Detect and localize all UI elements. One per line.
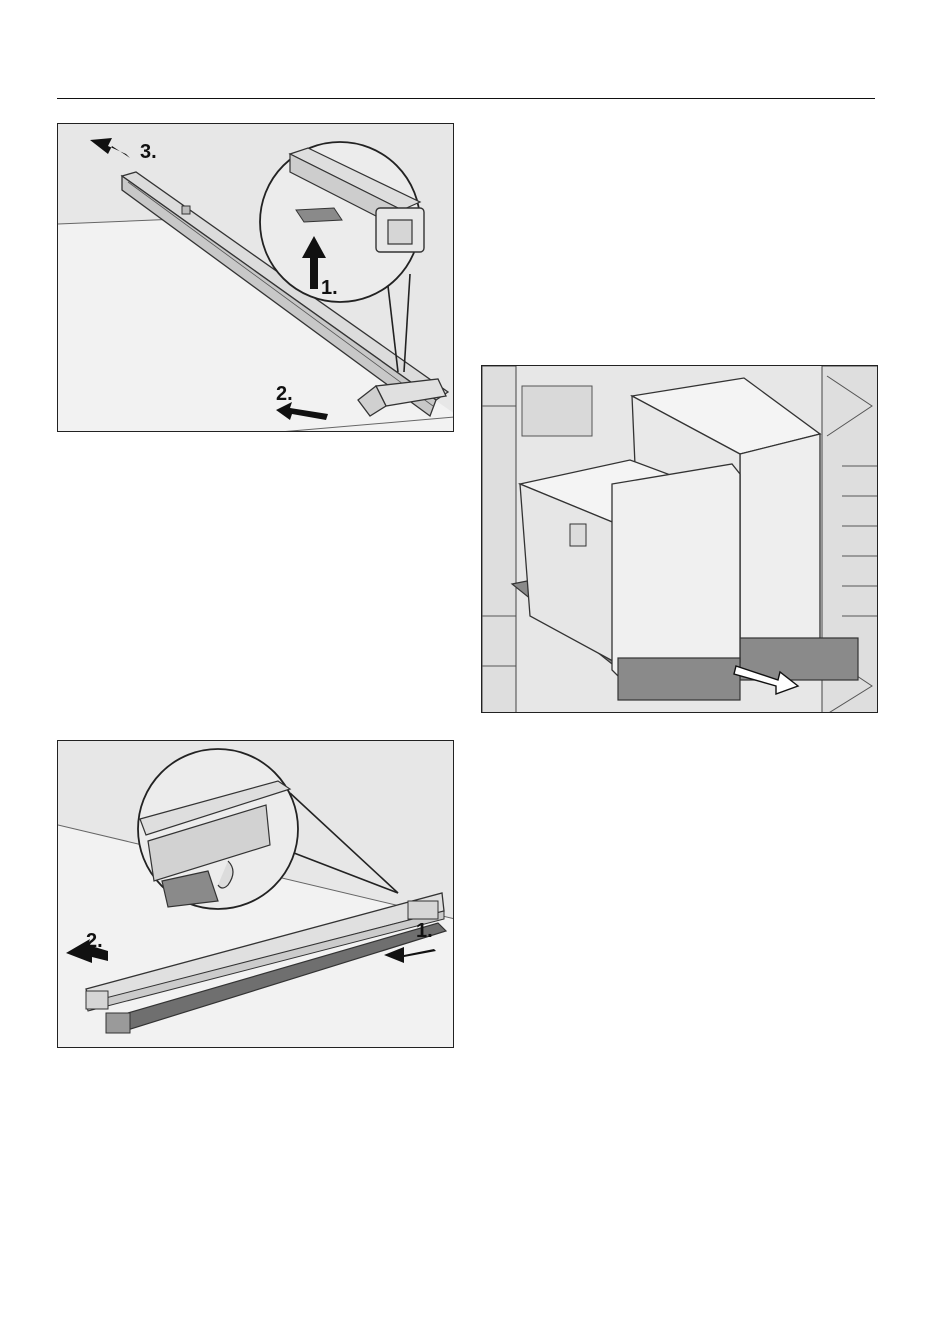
step-label: 1. (416, 920, 433, 942)
step-label: 2. (276, 383, 293, 405)
rail-detach-illustration: 1. 2. (58, 741, 454, 1048)
figure-rail-release: 1. 2. 3. (57, 123, 454, 432)
step-label: 1. (321, 277, 338, 299)
header-rule (57, 98, 875, 99)
figure-rail-detach: 1. 2. (57, 740, 454, 1048)
step-label: 3. (140, 141, 157, 163)
figure-drawer-pullout (481, 365, 878, 713)
rail-release-illustration: 1. 2. 3. (58, 124, 454, 432)
drawer-pullout-illustration (482, 366, 878, 713)
step-label: 2. (86, 930, 103, 952)
